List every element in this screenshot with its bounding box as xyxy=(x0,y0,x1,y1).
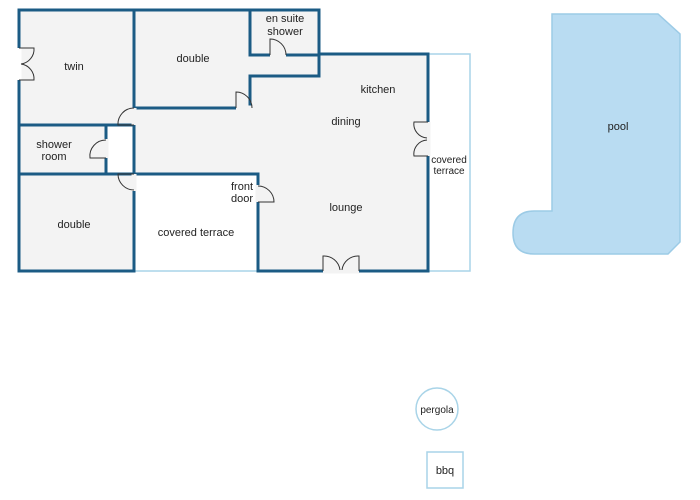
label-double-top: double xyxy=(176,53,209,65)
label-covered-terrace-front: covered terrace xyxy=(158,227,234,239)
label-covered-terrace-side: covered xyxy=(431,155,467,166)
label-bbq: bbq xyxy=(436,465,454,477)
label-shower-room-2: room xyxy=(41,151,66,163)
label-twin: twin xyxy=(64,61,84,73)
label-double-bottom: double xyxy=(57,219,90,231)
double-top-door-icon xyxy=(235,91,253,109)
room-double-bottom xyxy=(17,172,136,273)
front-door-icon xyxy=(257,185,275,203)
label-en-suite-shower: shower xyxy=(267,26,303,38)
label-pool: pool xyxy=(608,121,629,133)
pergola-shape xyxy=(415,387,459,431)
en-suite-door-icon xyxy=(269,38,287,56)
double-bottom-door-icon xyxy=(117,173,135,191)
bbq-shape xyxy=(426,451,464,489)
twin-door-hall-icon xyxy=(117,107,135,126)
side-covered-terrace-area xyxy=(427,53,471,272)
label-lounge: lounge xyxy=(329,202,362,214)
label-covered-terrace-side-2: terrace xyxy=(433,166,465,177)
pool-shape xyxy=(512,13,681,255)
label-kitchen: kitchen xyxy=(361,84,396,96)
front-covered-terrace-area xyxy=(133,173,259,272)
label-shower-room: shower xyxy=(36,139,72,151)
label-front-door: front xyxy=(231,181,253,193)
label-dining: dining xyxy=(331,116,360,128)
lounge-door-icon xyxy=(322,255,360,271)
label-en-suite: en suite xyxy=(266,13,305,25)
twin-door-icon xyxy=(19,47,35,81)
label-front-door-2: door xyxy=(231,193,253,205)
shower-door-icon xyxy=(89,139,107,159)
terrace-door-icon xyxy=(413,121,428,157)
label-pergola: pergola xyxy=(420,405,454,416)
